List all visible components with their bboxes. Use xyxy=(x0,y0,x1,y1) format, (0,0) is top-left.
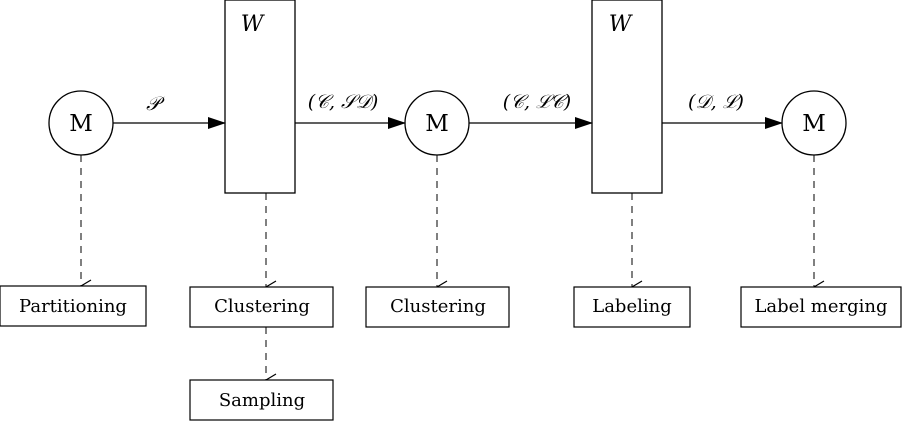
worker-node-2-label: W xyxy=(609,12,634,37)
task-label-clustering-worker1: Clustering xyxy=(214,296,310,317)
master-node-1-label: M xyxy=(69,111,93,137)
task-box-clustering-worker1: Clustering xyxy=(189,286,334,328)
master-node-2: M xyxy=(404,90,470,156)
worker-node-2: W xyxy=(591,0,663,194)
worker-node-1: W xyxy=(224,0,296,194)
task-box-sampling: Sampling xyxy=(189,379,334,421)
edge-label-data-labels: (𝒟, ℒ) xyxy=(688,91,744,113)
edge-label-partition-set: 𝒫 xyxy=(146,93,165,115)
task-box-clustering-master2: Clustering xyxy=(365,286,510,328)
task-label-partitioning: Partitioning xyxy=(19,296,127,317)
edge-label-clusters-labels: (𝒞, ℒ𝒞) xyxy=(503,91,571,113)
task-label-label-merging: Label merging xyxy=(754,296,887,317)
task-box-partitioning: Partitioning xyxy=(0,285,147,327)
task-label-labeling: Labeling xyxy=(592,296,672,317)
task-label-sampling: Sampling xyxy=(219,390,305,411)
master-node-3-label: M xyxy=(802,111,826,137)
master-node-1: M xyxy=(48,90,114,156)
task-label-clustering-master2: Clustering xyxy=(390,296,486,317)
master-node-2-label: M xyxy=(425,111,449,137)
edge-label-clusters-samples: (𝒞, 𝒮𝒟) xyxy=(308,91,379,113)
master-node-3: M xyxy=(781,90,847,156)
task-box-labeling: Labeling xyxy=(573,286,691,328)
worker-node-1-label: W xyxy=(241,12,266,37)
task-box-label-merging: Label merging xyxy=(740,286,902,328)
